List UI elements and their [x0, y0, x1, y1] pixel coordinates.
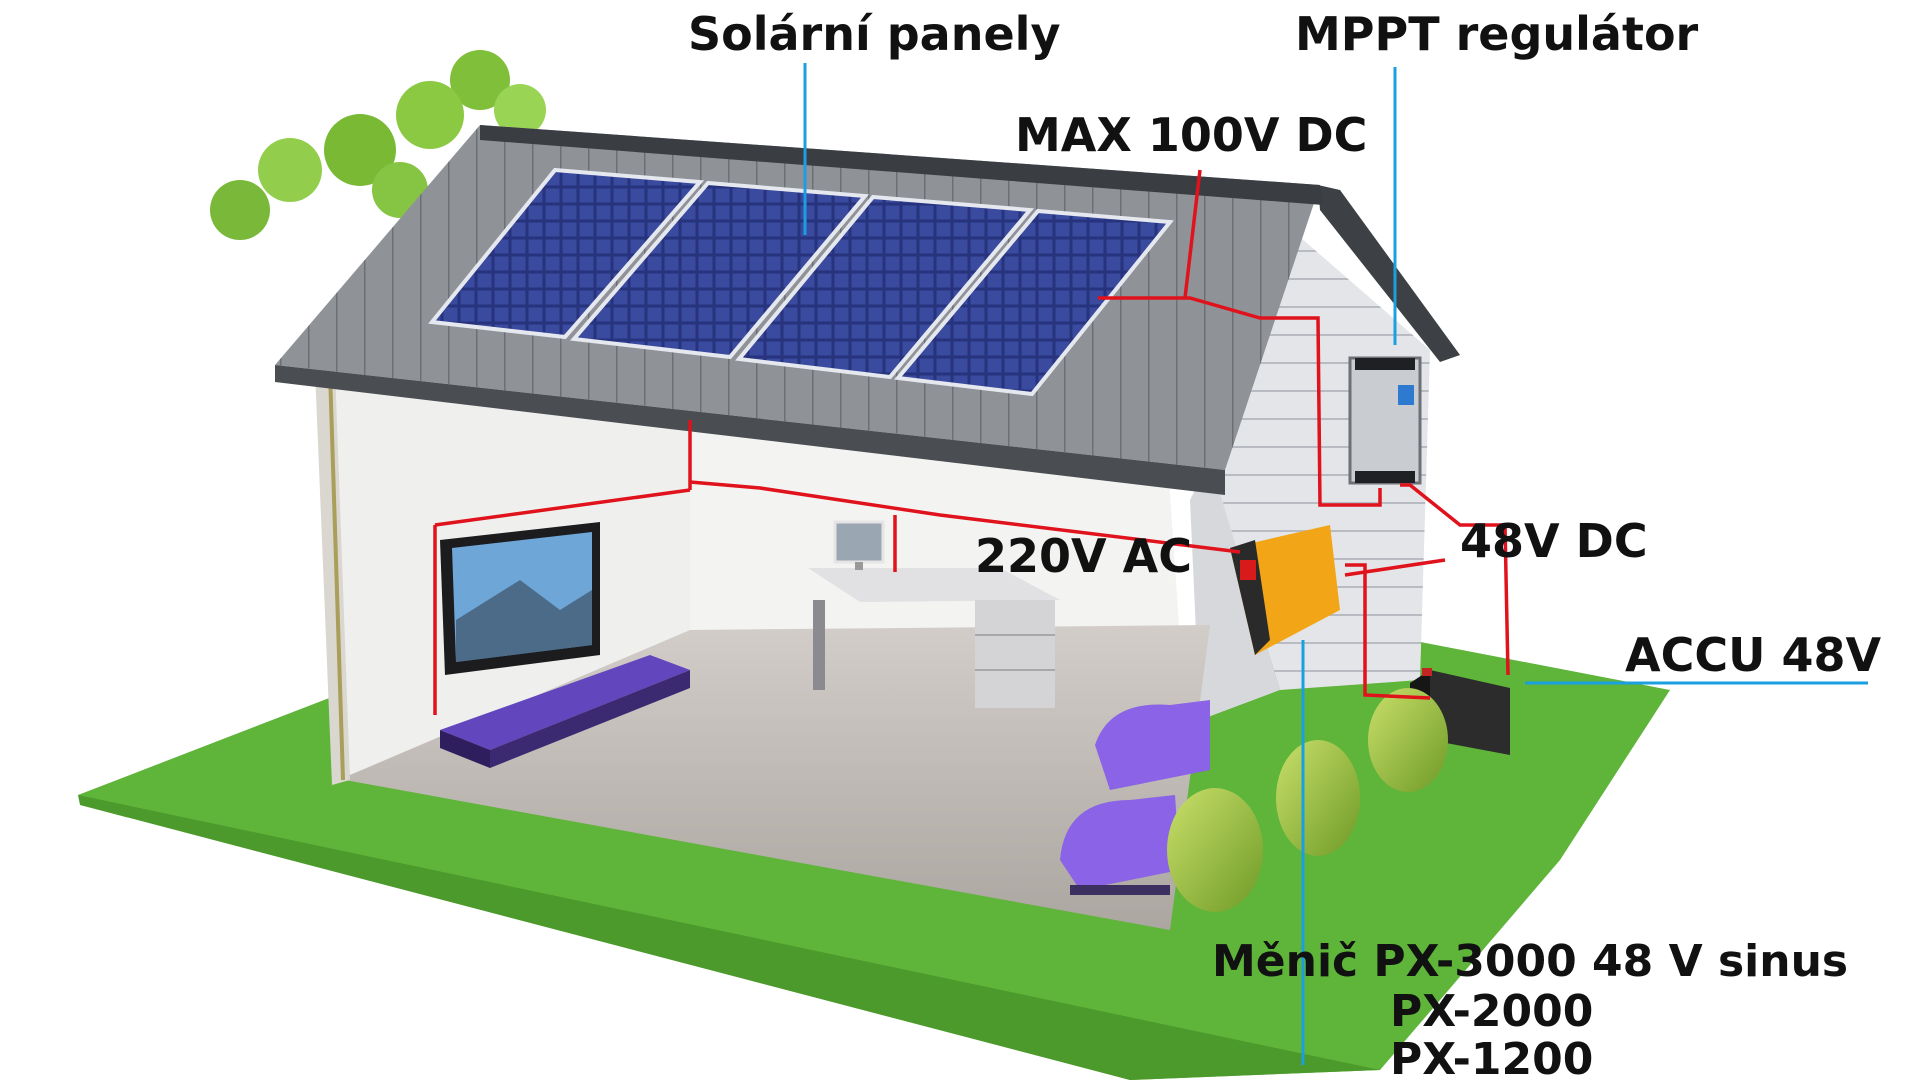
label-ac: 220V AC	[975, 529, 1192, 583]
armchairs	[1060, 700, 1210, 895]
label-mppt-regulator: MPPT regulátor	[1295, 7, 1699, 61]
label-48v-dc: 48V DC	[1460, 514, 1648, 568]
inverter	[1230, 525, 1340, 655]
label-max-dc: MAX 100V DC	[1015, 108, 1368, 162]
wiring	[433, 169, 1510, 715]
label-solar-panels: Solární panely	[688, 7, 1061, 61]
tv	[440, 522, 600, 675]
solar-panel-3	[735, 194, 1035, 380]
label-accu: ACCU 48V	[1625, 628, 1882, 682]
solar-panels	[428, 167, 1174, 397]
label-inverter-line2: PX-2000	[1390, 986, 1594, 1037]
label-inverter-line1: Měnič PX-3000 48 V sinus	[1212, 936, 1849, 987]
desk	[808, 520, 1060, 708]
bushes	[1167, 688, 1448, 912]
mppt-controller	[1348, 356, 1422, 485]
label-inverter-line3: PX-1200	[1390, 1034, 1594, 1085]
solar-panel-1	[428, 167, 705, 340]
solar-panel-4	[894, 208, 1174, 397]
leader-lines	[803, 63, 1868, 1065]
bed	[440, 655, 690, 768]
solar-panel-2	[570, 180, 870, 360]
